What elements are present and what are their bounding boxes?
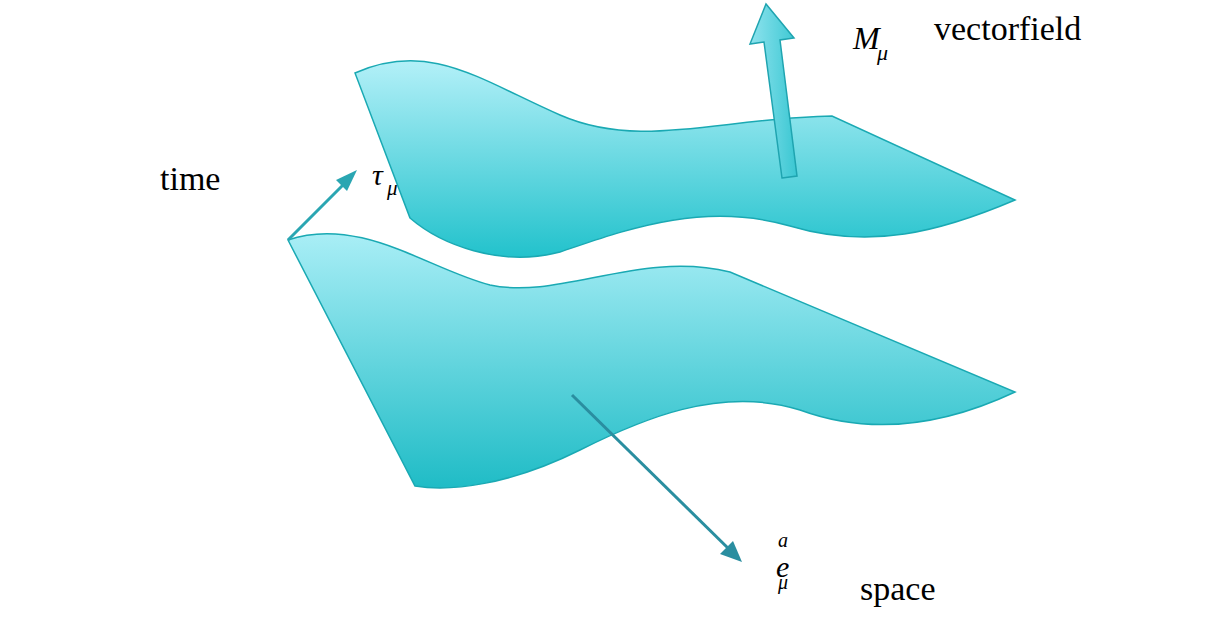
space-lower-index: μ <box>778 572 788 592</box>
space-upper-index: a <box>778 530 788 550</box>
space-arrow <box>572 395 742 562</box>
time-index: μ <box>387 178 398 199</box>
top-sheet <box>355 61 1015 257</box>
bottom-sheet <box>288 234 1015 488</box>
time-arrow <box>288 170 357 240</box>
vectorfield-arrow <box>750 4 797 178</box>
vector-symbol: M <box>853 22 880 54</box>
time-symbol: τ <box>372 160 383 190</box>
vector-index: μ <box>877 42 888 64</box>
space-caption: space <box>860 572 936 606</box>
time-caption: time <box>160 162 220 196</box>
vector-caption: vectorfield <box>934 12 1081 46</box>
